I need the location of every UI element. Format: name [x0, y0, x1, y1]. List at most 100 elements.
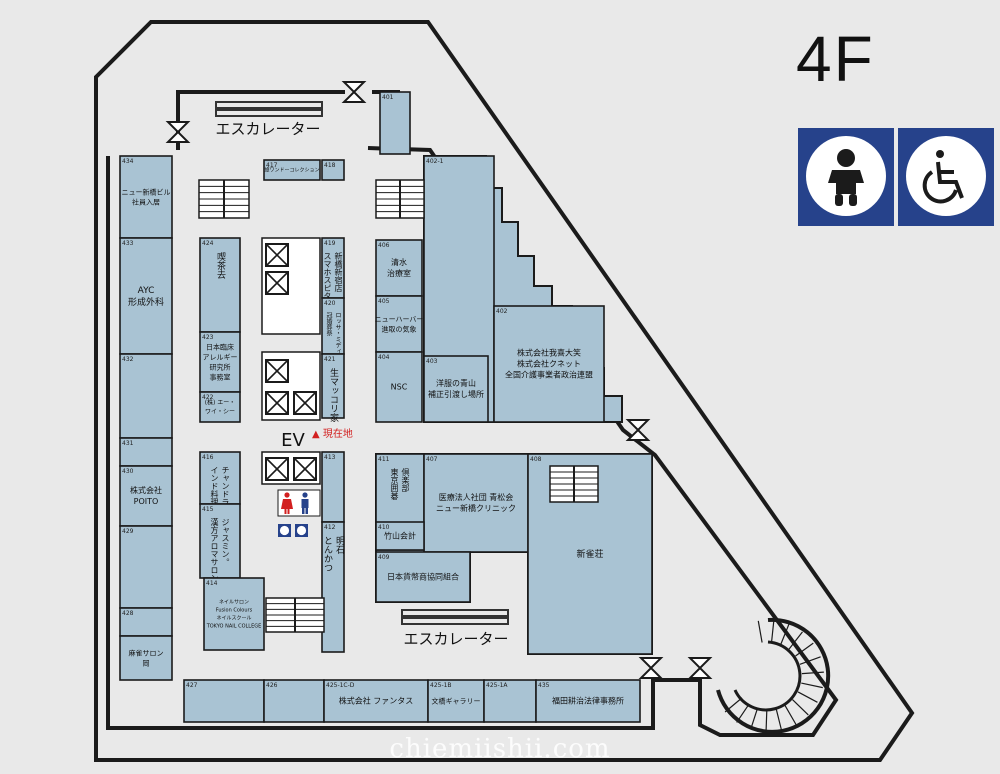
room-number: 407: [426, 456, 438, 463]
room-label: 竹山会計: [384, 531, 416, 541]
room-429[interactable]: 429: [119, 525, 173, 609]
escalator-label-top: エスカレーター: [215, 120, 320, 138]
room-shape: [199, 503, 241, 579]
room-label: 医療法人社団 青松会: [439, 492, 514, 502]
room-label: NSC: [391, 383, 408, 392]
room-418[interactable]: 418: [321, 159, 345, 181]
room-label: 明石: [334, 536, 345, 555]
building-outline: [94, 20, 915, 762]
room-label: ロッサ・ミディアン: [334, 312, 341, 366]
room-number: 405: [378, 298, 390, 305]
room-label: 株式会社我喜大笑: [517, 348, 581, 358]
room-422[interactable]: 422(株) エー・ワイ・シー: [199, 391, 241, 423]
room-number: 432: [122, 356, 134, 363]
room-label: 株式会社: [130, 485, 162, 495]
room-number: 411: [378, 456, 390, 463]
room-shape: [183, 679, 265, 723]
room-shape: [199, 237, 241, 333]
room-shape: [119, 635, 173, 681]
room-number: 419: [324, 240, 336, 247]
wheelchair-icon: [922, 150, 964, 204]
room-label: (株) エー・: [205, 399, 236, 407]
room-label: 治療室: [387, 268, 411, 278]
room-number: 406: [378, 242, 390, 249]
escalator-top: [215, 101, 323, 117]
room-label: 全国介護事業者政治連盟: [505, 370, 593, 380]
watermark: chiemiishii.com: [389, 734, 611, 764]
room-shape: [375, 295, 423, 353]
room-label: 福田耕治法律事務所: [552, 696, 624, 706]
escalator-bottom: [401, 609, 509, 625]
room-label: 研究所: [210, 362, 231, 371]
room-413[interactable]: 413: [321, 451, 345, 523]
room-label: ニュー新橋クリニック: [436, 503, 516, 513]
room-number: 402: [496, 308, 508, 315]
room-label: 麻雀サロン: [129, 648, 164, 657]
room-428[interactable]: 428: [119, 607, 173, 637]
restroom-male-icon: [301, 492, 309, 514]
room-number: 425-1A: [486, 682, 508, 689]
elevator-car: [265, 391, 289, 415]
room-label: 冠婚葬祭: [325, 312, 332, 336]
room-number: 413: [324, 454, 336, 461]
room-shape: [119, 353, 173, 439]
room-label: ニュー新橋ビル: [122, 187, 171, 196]
room-416[interactable]: 416インド料理店チャンドラマ: [199, 451, 241, 515]
room-label: 補正引渡し場所: [428, 389, 484, 399]
room-number: 430: [122, 468, 134, 475]
room-427[interactable]: 427: [183, 679, 265, 723]
room-426[interactable]: 426: [263, 679, 325, 723]
room-number: 415: [202, 506, 214, 513]
room-shape: [423, 355, 489, 423]
room-number: 408: [530, 456, 542, 463]
room-shape: [119, 607, 173, 637]
room-425a[interactable]: 425-1A: [483, 679, 537, 723]
room-number: 414: [206, 580, 218, 587]
room-412[interactable]: 412とんかつ明石: [321, 521, 345, 653]
room-shape: [483, 679, 537, 723]
restroom-area: [277, 489, 321, 537]
room-401[interactable]: 401: [379, 91, 411, 155]
room-number: 426: [266, 682, 278, 689]
room-shape: [119, 155, 173, 239]
room-shape: [119, 525, 173, 609]
room-432[interactable]: 432: [119, 353, 173, 439]
baby-changing-sign: [798, 128, 894, 226]
room-431[interactable]: 431: [119, 437, 173, 467]
room-label: ネイルサロン: [219, 600, 249, 606]
room-number: 404: [378, 354, 390, 361]
room-415[interactable]: 415漢方アロマサロンジャスミン。: [199, 503, 241, 582]
ev-label: EV: [281, 430, 305, 451]
room-label: ジャスミン。: [221, 518, 230, 566]
room-label: 喫茶去: [215, 251, 226, 279]
door-icon: [687, 657, 713, 679]
baby-changing-icon: [828, 149, 864, 206]
room-label: ワイ・シー: [205, 409, 235, 416]
room-shape: [199, 391, 241, 423]
room-label: 文橋ギャラリー: [432, 696, 481, 705]
room-number: 410: [378, 524, 390, 531]
room-shape: [375, 239, 423, 297]
room-label: 旅ワンドーコレクション: [264, 167, 319, 174]
